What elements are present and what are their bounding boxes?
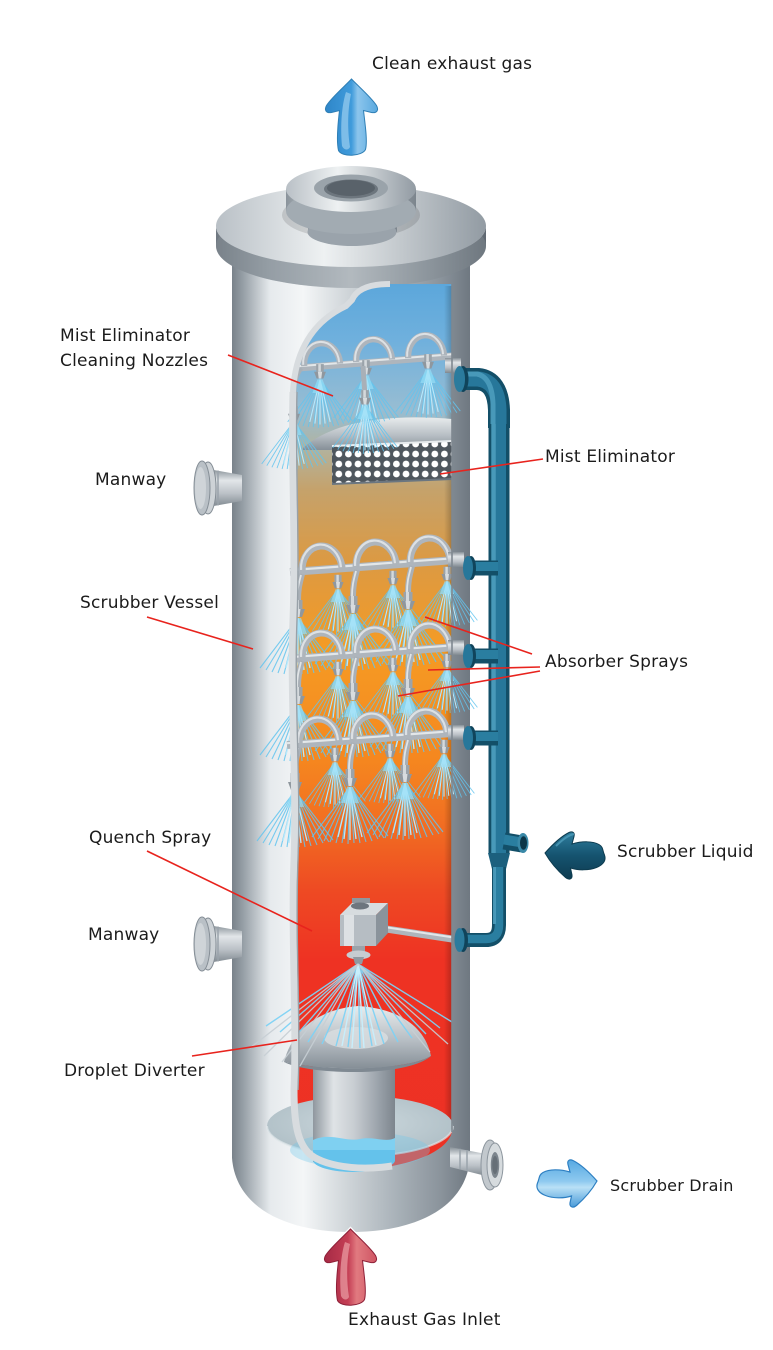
quench-spray (249, 898, 453, 1067)
label-line: Cleaning Nozzles (60, 350, 209, 371)
mist-eliminator (303, 417, 453, 485)
vessel-top-head (216, 166, 486, 288)
gas-outlet-nozzle (286, 166, 416, 246)
leader-scrubber-vessel (146, 616, 254, 650)
leader-droplet-diverter (191, 1039, 298, 1057)
label-manway-lower: Manway (88, 925, 160, 945)
label-clean-exhaust-gas: Clean exhaust gas (372, 54, 533, 74)
leader-lines (146, 354, 544, 1057)
label-exhaust-gas-inlet: Exhaust Gas Inlet (348, 1310, 501, 1330)
label-mist-eliminator: Mist Eliminator (545, 447, 676, 467)
label-mist-eliminator-cleaning-nozzles: Mist Eliminator Cleaning Nozzles (60, 324, 208, 373)
label-absorber-sprays: Absorber Sprays (545, 652, 689, 672)
label-quench-spray: Quench Spray (89, 828, 212, 848)
label-line: Mist Eliminator (60, 326, 191, 346)
exhaust-inlet-pipe (313, 1056, 395, 1172)
scrubber-liquid-inlet (502, 832, 529, 853)
label-droplet-diverter: Droplet Diverter (64, 1061, 205, 1081)
clean-exhaust-gas-arrow (323, 77, 380, 158)
drain-nozzle (450, 1139, 504, 1191)
leader-quench-spray (146, 850, 313, 932)
cutaway-edge (288, 281, 453, 1172)
leader-cleaning-nozzles (227, 354, 334, 397)
leader-absorber-1 (424, 616, 533, 655)
exhaust-gas-inlet-arrow (322, 1227, 379, 1308)
scrubber-liquid-arrow (544, 831, 606, 880)
scrubber-drain-arrow (536, 1159, 598, 1208)
leader-mist-eliminator (439, 458, 544, 475)
leader-absorber-2 (427, 666, 541, 671)
label-scrubber-vessel: Scrubber Vessel (80, 593, 219, 613)
label-scrubber-liquid: Scrubber Liquid (617, 842, 754, 862)
label-scrubber-drain: Scrubber Drain (610, 1176, 734, 1195)
scrubber-liquid-pipe (454, 366, 529, 952)
spray-header-tees (463, 556, 498, 750)
leader-absorber-3 (397, 670, 541, 697)
label-manway-upper: Manway (95, 470, 167, 490)
